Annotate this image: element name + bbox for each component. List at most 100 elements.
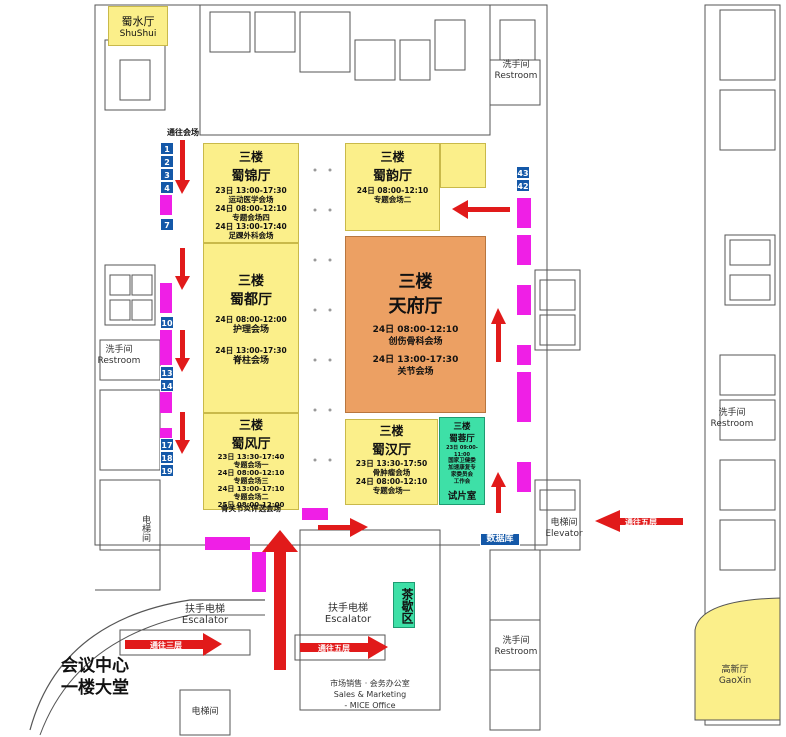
booth-number: 7 xyxy=(160,218,174,231)
room-tianfu[interactable]: 三楼 天府厅 24日 08:00-12:10 创伤骨科会场 24日 13:00-… xyxy=(345,236,486,413)
booth-number: 43 xyxy=(516,166,530,179)
booth-marker xyxy=(517,198,531,228)
to-5f-label: 通往五层 xyxy=(625,518,657,527)
session-line: 工作会 xyxy=(453,479,471,485)
room-footer: 试片室 xyxy=(447,491,477,502)
session-line: 24日 13:00-17:10 xyxy=(217,485,285,493)
session-line: 24日 13:00-17:30 xyxy=(372,355,459,365)
room-name: 蜀韵厅 xyxy=(372,169,412,184)
session-line: 23日 13:00-17:30 xyxy=(215,186,287,195)
room-name: 蜀蓉厅 xyxy=(449,434,475,444)
session-line: 24日 08:00-12:10 xyxy=(215,204,287,213)
booth-marker xyxy=(252,552,266,592)
booth-number: 4 xyxy=(160,181,174,194)
room-shudu[interactable]: 三楼 蜀都厅 24日 08:00-12:00 护理会场 24日 13:00-17… xyxy=(203,243,299,413)
booth-number: 18 xyxy=(160,451,174,464)
booth-marker xyxy=(160,283,172,313)
session-line: 家委员会 xyxy=(450,472,473,478)
room-name: 高新厅 xyxy=(721,665,749,675)
booth-marker xyxy=(517,462,531,492)
room-floor: 三楼 xyxy=(398,272,433,292)
room-annex xyxy=(440,143,486,188)
room-floor: 三楼 xyxy=(238,150,263,164)
room-floor: 三楼 xyxy=(379,424,404,438)
session-line: 专题会场二 xyxy=(373,195,412,204)
room-shurong[interactable]: 三楼 蜀蓉厅 23日 09:00-11:00 国家卫健委 加速康复专 家委员会 … xyxy=(439,417,485,505)
elevator-label: 电梯间 xyxy=(140,515,150,542)
room-shushui[interactable]: 蜀水厅 ShuShui xyxy=(108,6,168,46)
room-name-en: ShuShui xyxy=(119,29,157,39)
room-shufeng-footer: 骨关节炎评选会场 xyxy=(221,504,281,513)
session-line: 脊柱会场 xyxy=(232,356,269,366)
booth-number: 42 xyxy=(516,179,530,192)
database-label: 数据库 xyxy=(480,533,520,546)
session-line: 24日 08:00-12:00 xyxy=(215,315,287,324)
room-gaoxin[interactable]: 高新厅 GaoXin xyxy=(705,665,765,687)
session-line: 骨肿瘤会场 xyxy=(372,468,411,477)
session-line: 24日 13:00-17:40 xyxy=(215,222,287,231)
booth-number: 14 xyxy=(160,379,174,392)
booth-number: 13 xyxy=(160,366,174,379)
booth-marker xyxy=(160,195,172,215)
booth-number: 3 xyxy=(160,168,174,181)
booth-marker xyxy=(160,330,172,365)
to-5f-label: 通往五层 xyxy=(318,644,350,653)
session-line: 24日 13:00-17:30 xyxy=(215,346,287,355)
session-line: 关节会场 xyxy=(397,367,434,377)
session-line: 护理会场 xyxy=(232,325,269,335)
to-venue-label: 通往会场 xyxy=(167,128,199,137)
room-name: 蜀水厅 xyxy=(121,15,155,28)
session-line: 创伤骨科会场 xyxy=(388,337,443,347)
room-floor: 三楼 xyxy=(237,274,264,289)
session-line: 国家卫健委 xyxy=(448,458,476,464)
session-line: 运动医学会场 xyxy=(228,195,274,204)
session-line: 专题会场一 xyxy=(372,486,411,495)
session-line: 23日 13:30-17:40 xyxy=(217,453,285,461)
tea-break-label: 茶歇区 xyxy=(400,588,414,624)
lobby-label: 会议中心一楼大堂 xyxy=(61,656,129,698)
booth-marker xyxy=(517,235,531,265)
room-name: 蜀都厅 xyxy=(230,292,272,308)
session-line: 专题会场二 xyxy=(233,493,269,501)
session-line: 23日 09:00-11:00 xyxy=(446,445,478,458)
room-floor: 三楼 xyxy=(380,150,405,164)
booth-number: 19 xyxy=(160,464,174,477)
booth-number: 2 xyxy=(160,155,174,168)
tea-break-area[interactable]: 茶歇区 xyxy=(393,582,415,628)
session-line: 足踝外科会场 xyxy=(228,231,274,240)
room-shujin[interactable]: 三楼 蜀锦厅 23日 13:00-17:30 运动医学会场 24日 08:00-… xyxy=(203,143,299,243)
room-floor: 三楼 xyxy=(238,418,263,432)
room-shuhan[interactable]: 三楼 蜀汉厅 23日 13:30-17:50 骨肿瘤会场 24日 08:00-1… xyxy=(345,419,438,505)
session-line: 专题会场四 xyxy=(232,213,270,222)
session-line: 24日 08:00-12:10 xyxy=(372,325,459,335)
session-line: 23日 13:30-17:50 xyxy=(355,459,428,468)
elevator-label: 电梯间 xyxy=(191,707,219,717)
booth-marker xyxy=(205,537,250,550)
room-shufeng[interactable]: 三楼 蜀风厅 23日 13:30-17:40 专题会场一 24日 08:00-1… xyxy=(203,413,299,510)
booth-marker xyxy=(302,508,328,520)
room-shuyun[interactable]: 三楼 蜀韵厅 24日 08:00-12:10 专题会场二 xyxy=(345,143,440,231)
session-line: 专题会场一 xyxy=(233,461,269,469)
booth-marker xyxy=(517,345,531,365)
room-name: 蜀汉厅 xyxy=(371,443,411,458)
to-3f-label: 通往三层 xyxy=(150,641,182,650)
session-line: 24日 08:00-12:10 xyxy=(217,469,285,477)
session-line: 加速康复专 xyxy=(448,465,476,471)
room-floor: 三楼 xyxy=(453,422,471,432)
booth-number: 17 xyxy=(160,438,174,451)
session-line: 专题会场三 xyxy=(233,477,269,485)
booth-marker xyxy=(160,428,172,440)
booth-number: 1 xyxy=(160,142,174,155)
room-name: 蜀风厅 xyxy=(231,437,271,452)
session-line: 24日 08:00-12:10 xyxy=(356,186,429,195)
room-name-en: GaoXin xyxy=(718,676,752,686)
booth-marker xyxy=(517,285,531,315)
